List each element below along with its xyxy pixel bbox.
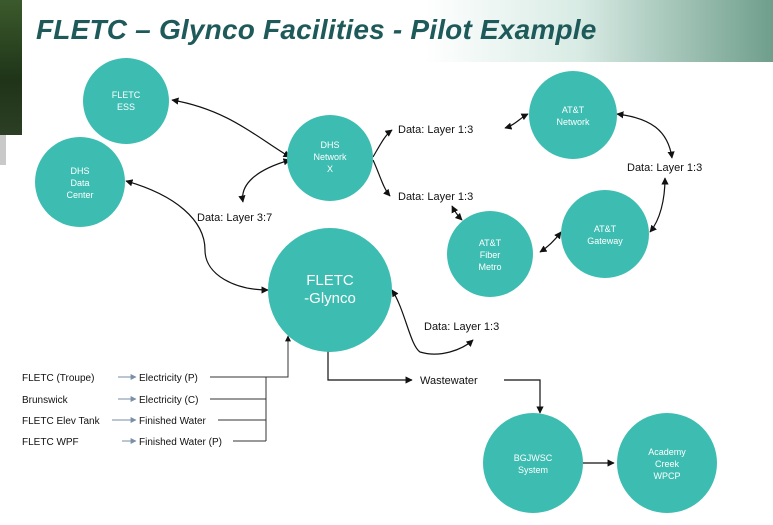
label-data-layer-3-7: Data: Layer 3:7	[197, 212, 272, 224]
inputs-list: FLETC (Troupe) Electricity (P) Brunswick…	[22, 373, 222, 448]
input-source: Brunswick	[22, 395, 69, 406]
svg-text:FLETC-Glynco: FLETC-Glynco	[304, 272, 356, 307]
page-title: FLETC – Glynco Facilities - Pilot Exampl…	[36, 14, 597, 45]
label-data-layer-top: Data: Layer 1:3	[398, 124, 473, 136]
input-resource: Electricity (C)	[139, 395, 198, 406]
node-fletc-glynco: FLETC-Glynco	[268, 228, 392, 352]
input-resource: Electricity (P)	[139, 373, 198, 384]
label-wastewater: Wastewater	[420, 375, 478, 387]
edge-data-top-att-network	[504, 113, 529, 130]
label-data-layer-bottom: Data: Layer 1:3	[424, 321, 499, 333]
corner-photo-strip	[0, 135, 6, 165]
edge-glynco-wastewater	[327, 345, 413, 384]
corner-photo	[0, 0, 22, 135]
feed-into-glynco	[266, 335, 291, 378]
edge-data-mid-fiber	[451, 205, 463, 221]
input-feed-lines	[112, 335, 291, 444]
edge-datacenter-glynco	[125, 179, 269, 294]
header-band	[0, 0, 773, 62]
edge-dhs-network-data-mid	[372, 159, 391, 197]
label-data-layer-mid: Data: Layer 1:3	[398, 191, 473, 203]
edge-glynco-data-bottom	[391, 289, 474, 355]
edge-ess-dhs-network	[171, 97, 291, 158]
edge-att-network-data-right	[616, 111, 675, 159]
edge-gateway-fiber	[539, 231, 562, 253]
input-resource: Finished Water	[139, 416, 207, 427]
edges	[125, 97, 675, 467]
input-resource: Finished Water (P)	[139, 437, 222, 448]
edge-dhs-network-glynco	[238, 158, 291, 203]
label-data-layer-right: Data: Layer 1:3	[627, 162, 702, 174]
input-source: FLETC Elev Tank	[22, 416, 101, 427]
edge-wastewater-bgjwsc	[504, 379, 544, 414]
input-source: FLETC (Troupe)	[22, 373, 94, 384]
edge-dhs-network-data-top	[372, 129, 393, 158]
edge-data-right-att-gateway	[649, 177, 669, 233]
input-source: FLETC WPF	[22, 437, 79, 448]
